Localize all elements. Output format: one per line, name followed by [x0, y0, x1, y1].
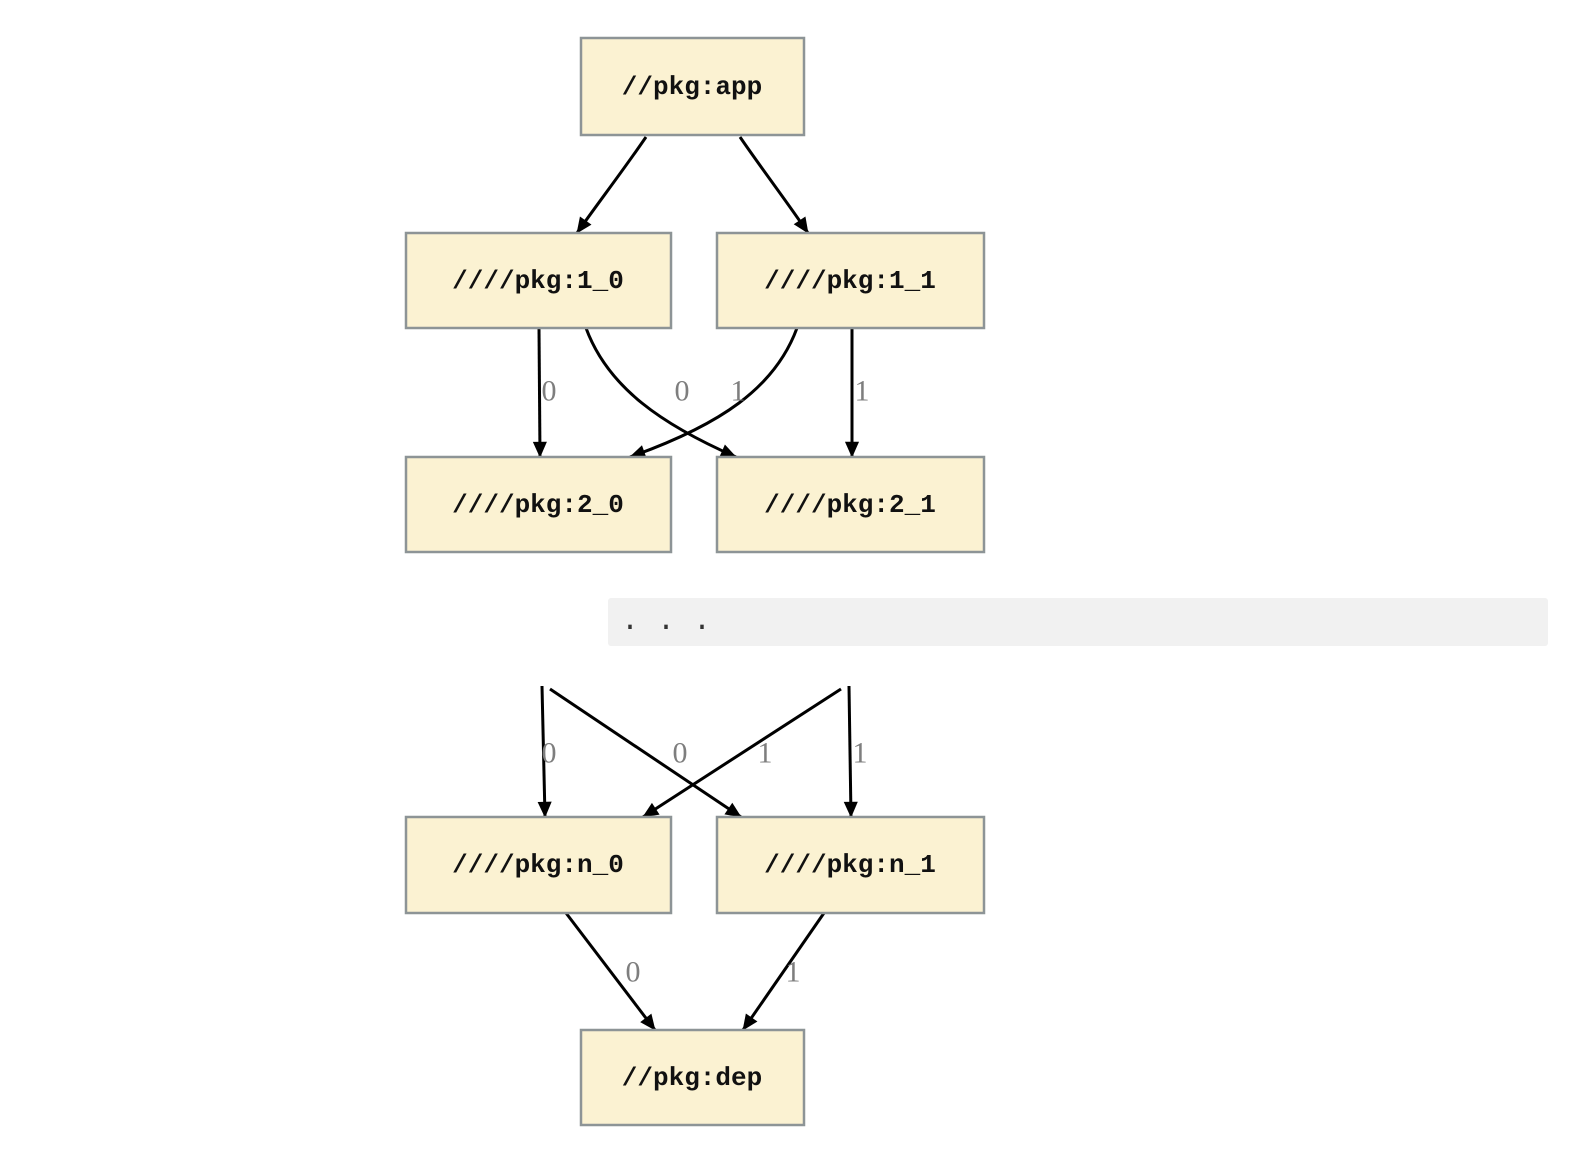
code-block-ellipsis: . . .	[608, 598, 1548, 646]
node-pkg-2-1-label: ////pkg:2_1	[764, 490, 936, 520]
node-pkg-2-1-box	[715, 455, 986, 554]
code-ellipsis-text: . . .	[621, 605, 712, 639]
edge-label-ellipsis-to-n-0-straight: 0	[542, 737, 557, 770]
node-pkg-1-1: ////pkg:1_1	[715, 231, 986, 330]
edge-1-0-to-2-0	[532, 327, 547, 458]
edge-label-n-1-to-dep: 1	[786, 956, 801, 989]
graph-bottom-edges: 0 0 1 1 0 1	[537, 685, 868, 1031]
node-pkg-dep: //pkg:dep	[579, 1028, 806, 1127]
edge-n-1-to-dep	[741, 912, 826, 1031]
node-pkg-1-0-label: ////pkg:1_0	[452, 266, 624, 296]
node-pkg-n-0-label: ////pkg:n_0	[452, 850, 624, 880]
node-app: //pkg:app	[579, 36, 806, 137]
node-pkg-n-0-box	[404, 815, 673, 915]
node-pkg-n-1: ////pkg:n_1	[715, 815, 986, 915]
edge-label-1-1-to-2-1: 1	[855, 375, 870, 408]
edge-ellipsis-to-n-0-cross	[642, 687, 842, 819]
edge-app-to-1-1	[738, 136, 810, 234]
node-pkg-2-1: ////pkg:2_1	[715, 455, 986, 554]
edge-ellipsis-to-n-0-straight	[537, 685, 552, 818]
edge-label-1-0-to-2-1: 1	[731, 375, 746, 408]
edge-label-ellipsis-to-n-1-straight: 1	[853, 737, 868, 770]
edge-ellipsis-to-n-1-straight	[843, 685, 858, 818]
node-pkg-dep-box	[579, 1028, 806, 1127]
edge-1-0-to-2-1	[584, 327, 737, 459]
node-pkg-n-0: ////pkg:n_0	[404, 815, 673, 915]
edge-label-ellipsis-to-n-0-cross: 0	[673, 737, 688, 770]
node-pkg-n-1-label: ////pkg:n_1	[764, 850, 936, 880]
edge-label-1-0-to-2-0: 0	[542, 375, 557, 408]
edge-app-to-1-0	[575, 136, 648, 234]
edge-label-ellipsis-to-n-1-cross: 1	[758, 737, 773, 770]
node-pkg-1-0-box	[404, 231, 673, 330]
node-pkg-1-0: ////pkg:1_0	[404, 231, 673, 330]
node-pkg-n-1-box	[715, 815, 986, 915]
edge-label-n-0-to-dep: 0	[626, 956, 641, 989]
edge-1-1-to-2-0	[629, 327, 799, 459]
node-pkg-2-0-box	[404, 455, 673, 554]
graph-top-edges: 0 0 1 1	[532, 136, 870, 459]
edge-label-1-1-to-2-0: 0	[675, 375, 690, 408]
node-pkg-2-0-label: ////pkg:2_0	[452, 490, 624, 520]
node-app-label: //pkg:app	[622, 72, 762, 102]
node-pkg-1-1-box	[715, 231, 986, 330]
node-pkg-2-0: ////pkg:2_0	[404, 455, 673, 554]
edge-ellipsis-to-n-1-cross	[549, 687, 742, 819]
node-pkg-1-1-label: ////pkg:1_1	[764, 266, 936, 296]
node-pkg-dep-label: //pkg:dep	[622, 1063, 762, 1093]
edge-n-0-to-dep	[564, 912, 657, 1031]
node-app-box	[579, 36, 806, 137]
